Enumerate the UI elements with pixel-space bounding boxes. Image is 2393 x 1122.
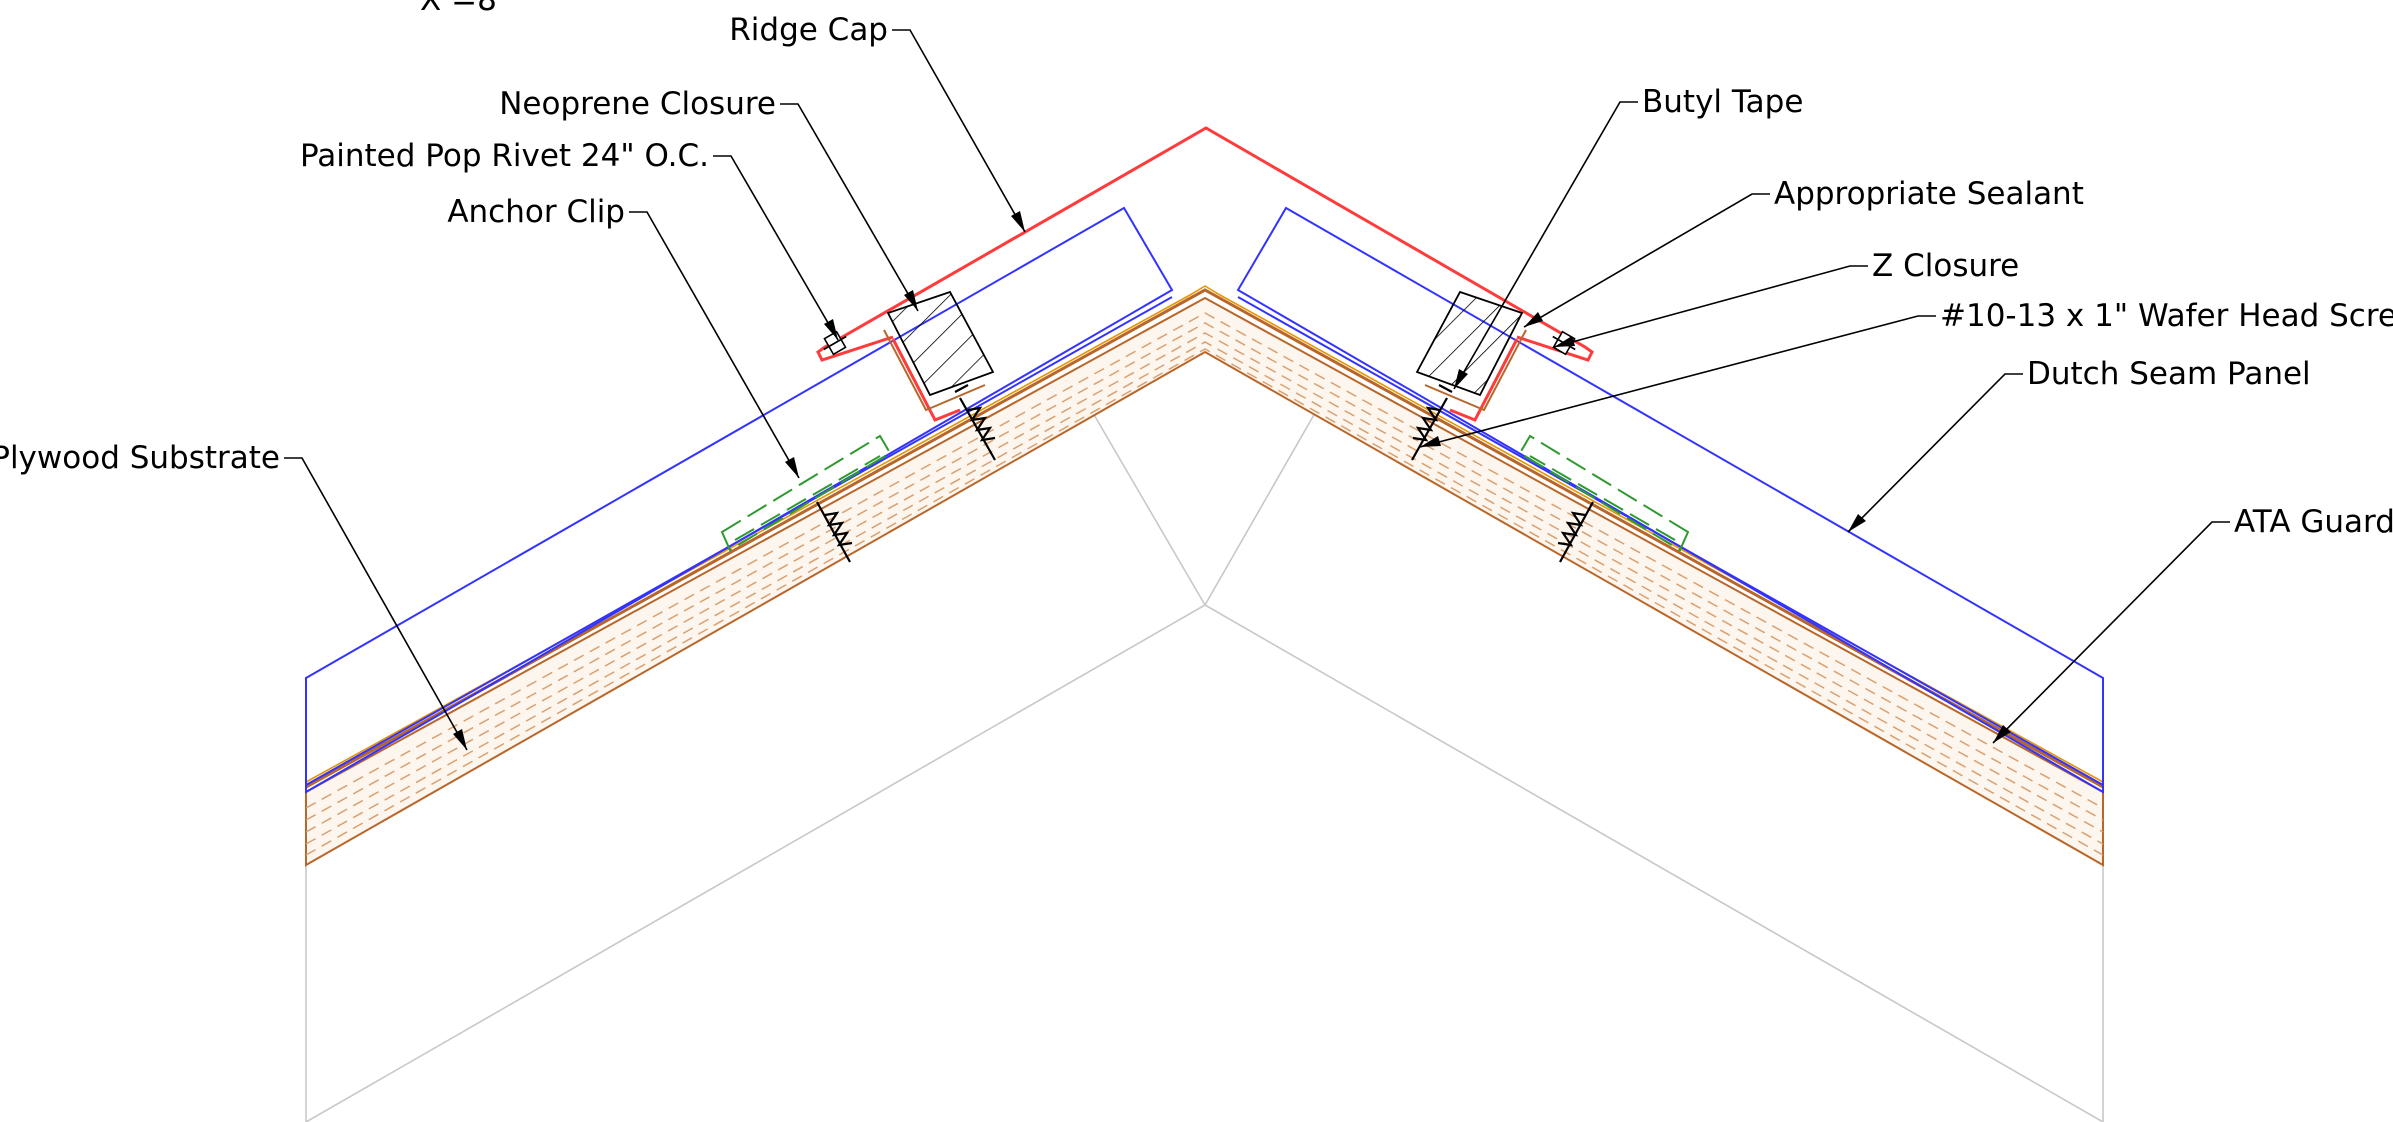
anchor-clips bbox=[720, 434, 1690, 552]
label-anchor-clip: Anchor Clip bbox=[447, 194, 625, 230]
framing-lines bbox=[305, 412, 2104, 1122]
leader-anchor-clip bbox=[629, 211, 800, 479]
plywood-substrate bbox=[305, 296, 2104, 867]
leaders bbox=[284, 29, 2230, 751]
leader-ridge-cap bbox=[892, 29, 1026, 233]
leader-ata-guard bbox=[1992, 521, 2230, 744]
view-label: X =8 bbox=[420, 0, 497, 18]
label-butyl-tape: Butyl Tape bbox=[1642, 84, 1803, 120]
ridge-cap bbox=[816, 126, 1594, 422]
label-dutch-seam-panel: Dutch Seam Panel bbox=[2027, 356, 2311, 392]
ata-guard bbox=[305, 285, 2104, 789]
leader-butyl-tape bbox=[1453, 101, 1638, 390]
callout-labels: X =8 Ridge Cap Neoprene Closure Painted … bbox=[0, 0, 2393, 540]
label-appropriate-sealant: Appropriate Sealant bbox=[1774, 176, 2084, 212]
label-ata-guard: ATA Guard bbox=[2234, 504, 2393, 540]
label-neoprene-closure: Neoprene Closure bbox=[499, 86, 776, 122]
leader-wafer-head-screw bbox=[1419, 315, 1936, 448]
leader-dutch-seam-panel bbox=[1847, 373, 2023, 533]
label-wafer-head-screw: #10-13 x 1" Wafer Head Screw bbox=[1940, 298, 2393, 334]
label-z-closure: Z Closure bbox=[1872, 248, 2019, 284]
leader-z-closure bbox=[1553, 265, 1868, 348]
pop-rivets bbox=[823, 330, 1576, 356]
leader-neoprene-closure bbox=[780, 103, 919, 312]
dutch-seam-panels bbox=[305, 206, 2104, 794]
label-ridge-cap: Ridge Cap bbox=[729, 12, 888, 48]
label-plywood-substrate: Plywood Substrate bbox=[0, 440, 280, 476]
leader-appropriate-sealant bbox=[1523, 193, 1770, 328]
wafer-head-screws bbox=[816, 384, 1594, 563]
leader-plywood-substrate bbox=[284, 457, 468, 751]
label-pop-rivet: Painted Pop Rivet 24" O.C. bbox=[300, 138, 709, 174]
z-closures bbox=[883, 329, 1527, 412]
leader-pop-rivet bbox=[713, 155, 839, 341]
